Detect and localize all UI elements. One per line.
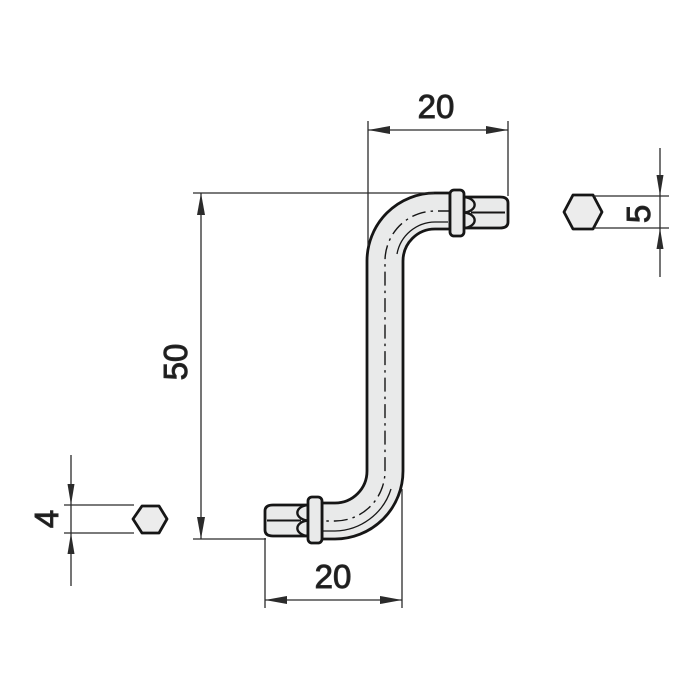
dimension-label-top-hex: 5: [620, 205, 657, 223]
arrowhead-top: [197, 193, 205, 215]
dimension-label-top-width: 20: [418, 88, 455, 125]
arrowhead-bottom: [656, 228, 664, 249]
dim-overall-height: 50: [157, 192, 434, 540]
dim-bottom-hex: 4: [28, 455, 134, 586]
top-bend-contour-line: [396, 221, 448, 255]
tool-body-group: [131, 188, 604, 545]
dim-top-width: 20: [367, 88, 509, 246]
top-hex-cross-section: [562, 193, 604, 231]
centerline: [310, 210, 452, 522]
top-neck-arcs: [463, 195, 476, 230]
arrowhead-bottom: [197, 517, 205, 539]
bottom-collar: [306, 495, 324, 545]
arrowhead-bottom: [67, 533, 75, 554]
dim-top-hex: 5: [594, 148, 669, 277]
dimension-label-bottom-width: 20: [315, 558, 352, 595]
tool-body-outline: [320, 191, 452, 541]
dimension-label-overall-height: 50: [157, 344, 194, 381]
dimension-label-bottom-hex: 4: [28, 510, 65, 528]
arrowhead-top: [656, 175, 664, 196]
top-collar: [448, 188, 466, 238]
dim-bottom-width: 20: [264, 489, 403, 608]
arrowhead-right: [486, 126, 508, 134]
arrowhead-right: [380, 596, 402, 604]
arrowhead-left: [265, 596, 287, 604]
arrowhead-left: [368, 126, 390, 134]
arrowhead-top: [67, 484, 75, 505]
dimension-annotations: 20 50 5 4: [28, 88, 669, 608]
bottom-hex-cross-section: [131, 504, 169, 535]
bottom-neck-arcs: [296, 503, 309, 538]
bottom-bend-contour-line: [320, 488, 392, 532]
